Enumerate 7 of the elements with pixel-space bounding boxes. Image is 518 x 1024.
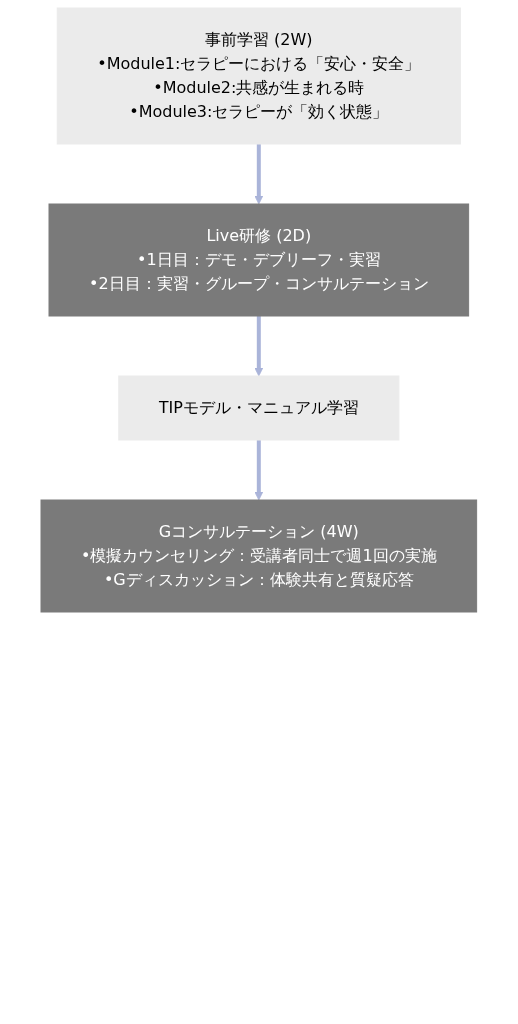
node-box: TIPモデル・マニュアル学習 — [118, 375, 400, 441]
node-box: Live研修 (2D) •1日目：デモ・デブリーフ・実習 •2日目：実習・グループ・コンサルテーション — [48, 203, 470, 317]
node-box: 事前学習 (2W) •Module1:セラピーにおける「安心・安全」 •Module2:共感が生まれる時 •Module3:セラピーが「効く状態」 — [56, 7, 462, 145]
node-box: Gコンサルテーション (4W) •模擬カウンセリング：受講者同士で週1回の実施 •Gディスカッション：体験共有と質疑応答 — [40, 499, 478, 613]
arrow — [254, 144, 264, 205]
arrow — [254, 440, 264, 501]
arrow — [254, 316, 264, 377]
